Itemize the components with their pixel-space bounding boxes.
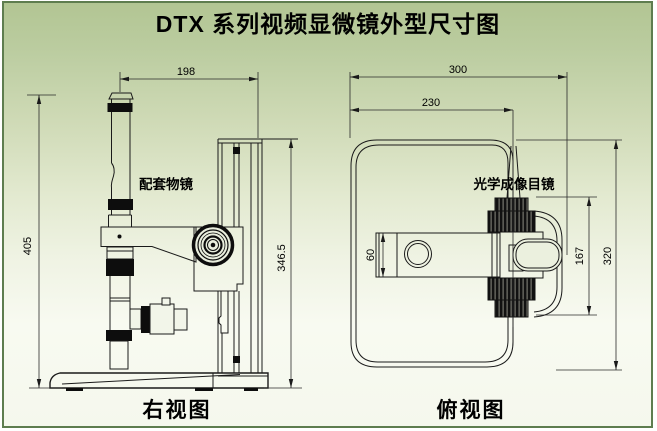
page-title: DTX 系列视频显微镜外型尺寸图 bbox=[156, 11, 500, 37]
side-view-microscope-body bbox=[100, 92, 244, 370]
dim-230: 230 bbox=[422, 97, 440, 109]
dim-346-5: 346.5 bbox=[276, 244, 288, 272]
side-view-dimensions: 198 405 346.5 bbox=[22, 66, 302, 389]
side-view-caption: 右视图 bbox=[143, 398, 212, 422]
objective-lens-label: 配套物镜 bbox=[139, 176, 193, 192]
top-view-dimensions: 300 230 60 167 bbox=[349, 64, 622, 371]
focus-knob-icon bbox=[191, 223, 235, 267]
dim-300: 300 bbox=[449, 64, 467, 76]
top-view-arm bbox=[375, 232, 501, 278]
dim-198: 198 bbox=[177, 66, 195, 78]
top-view-drawing: 300 230 60 167 bbox=[349, 64, 622, 422]
top-view-base-plate bbox=[350, 139, 514, 368]
top-view-focus-knobs bbox=[487, 197, 536, 318]
dim-167: 167 bbox=[574, 247, 586, 265]
dim-320: 320 bbox=[602, 247, 614, 265]
eyepiece-label: 光学成像目镜 bbox=[473, 176, 555, 192]
side-view-column bbox=[217, 138, 298, 373]
dim-405: 405 bbox=[22, 237, 34, 255]
dim-60: 60 bbox=[365, 249, 377, 261]
top-view-eyepiece-tube bbox=[506, 110, 521, 327]
side-view-base bbox=[49, 372, 269, 391]
side-view-drawing: 198 405 346.5 配套物镜 右视图 bbox=[22, 66, 302, 422]
top-view-caption: 俯视图 bbox=[437, 398, 506, 422]
